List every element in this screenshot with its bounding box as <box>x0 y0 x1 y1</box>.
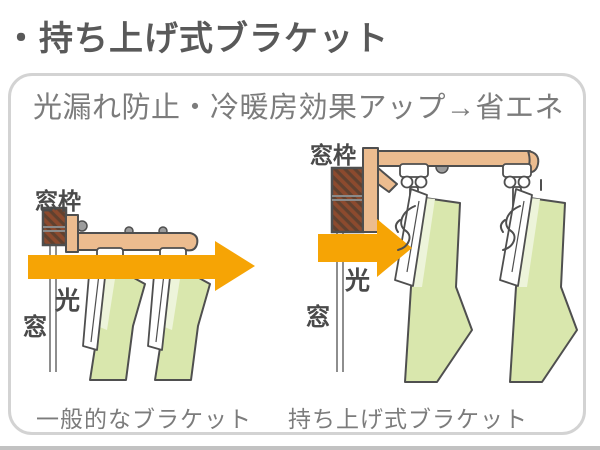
panel-headline: 光漏れ防止・冷暖房効果アップ→省エネ <box>33 92 565 124</box>
curtain-panel <box>394 188 473 383</box>
label-light-left: 光 <box>55 287 81 315</box>
page-bottom-divider <box>0 446 600 450</box>
curtain-hooks <box>394 205 521 251</box>
label-window-frame-right: 窓枠 <box>310 142 356 168</box>
light-leak-arrow <box>28 241 255 291</box>
diagram-lift-up-bracket <box>318 147 578 383</box>
curtain-panel <box>499 188 578 383</box>
page-title: ・持ち上げ式ブラケット <box>4 20 389 58</box>
label-window-right: 窓 <box>306 304 330 331</box>
caption-lift-up-bracket: 持ち上げ式ブラケット <box>288 406 528 432</box>
diagram-general-bracket <box>28 206 255 381</box>
frame-break-mark <box>43 226 66 232</box>
curtain-panel <box>82 260 146 381</box>
bracket-brace <box>377 167 398 193</box>
label-light-right: 光 <box>345 267 371 295</box>
bracket-arm <box>65 214 79 253</box>
light-blocked-arrow <box>318 219 412 277</box>
label-window-frame-left: 窓枠 <box>35 188 81 214</box>
bracket-arm <box>362 147 379 233</box>
label-window-left: 窓 <box>23 314 47 341</box>
frame-break-mark <box>332 195 363 201</box>
caption-general-bracket: 一般的なブラケット <box>36 406 252 432</box>
curtain-rail <box>77 232 199 252</box>
curtain-runner <box>399 163 429 208</box>
